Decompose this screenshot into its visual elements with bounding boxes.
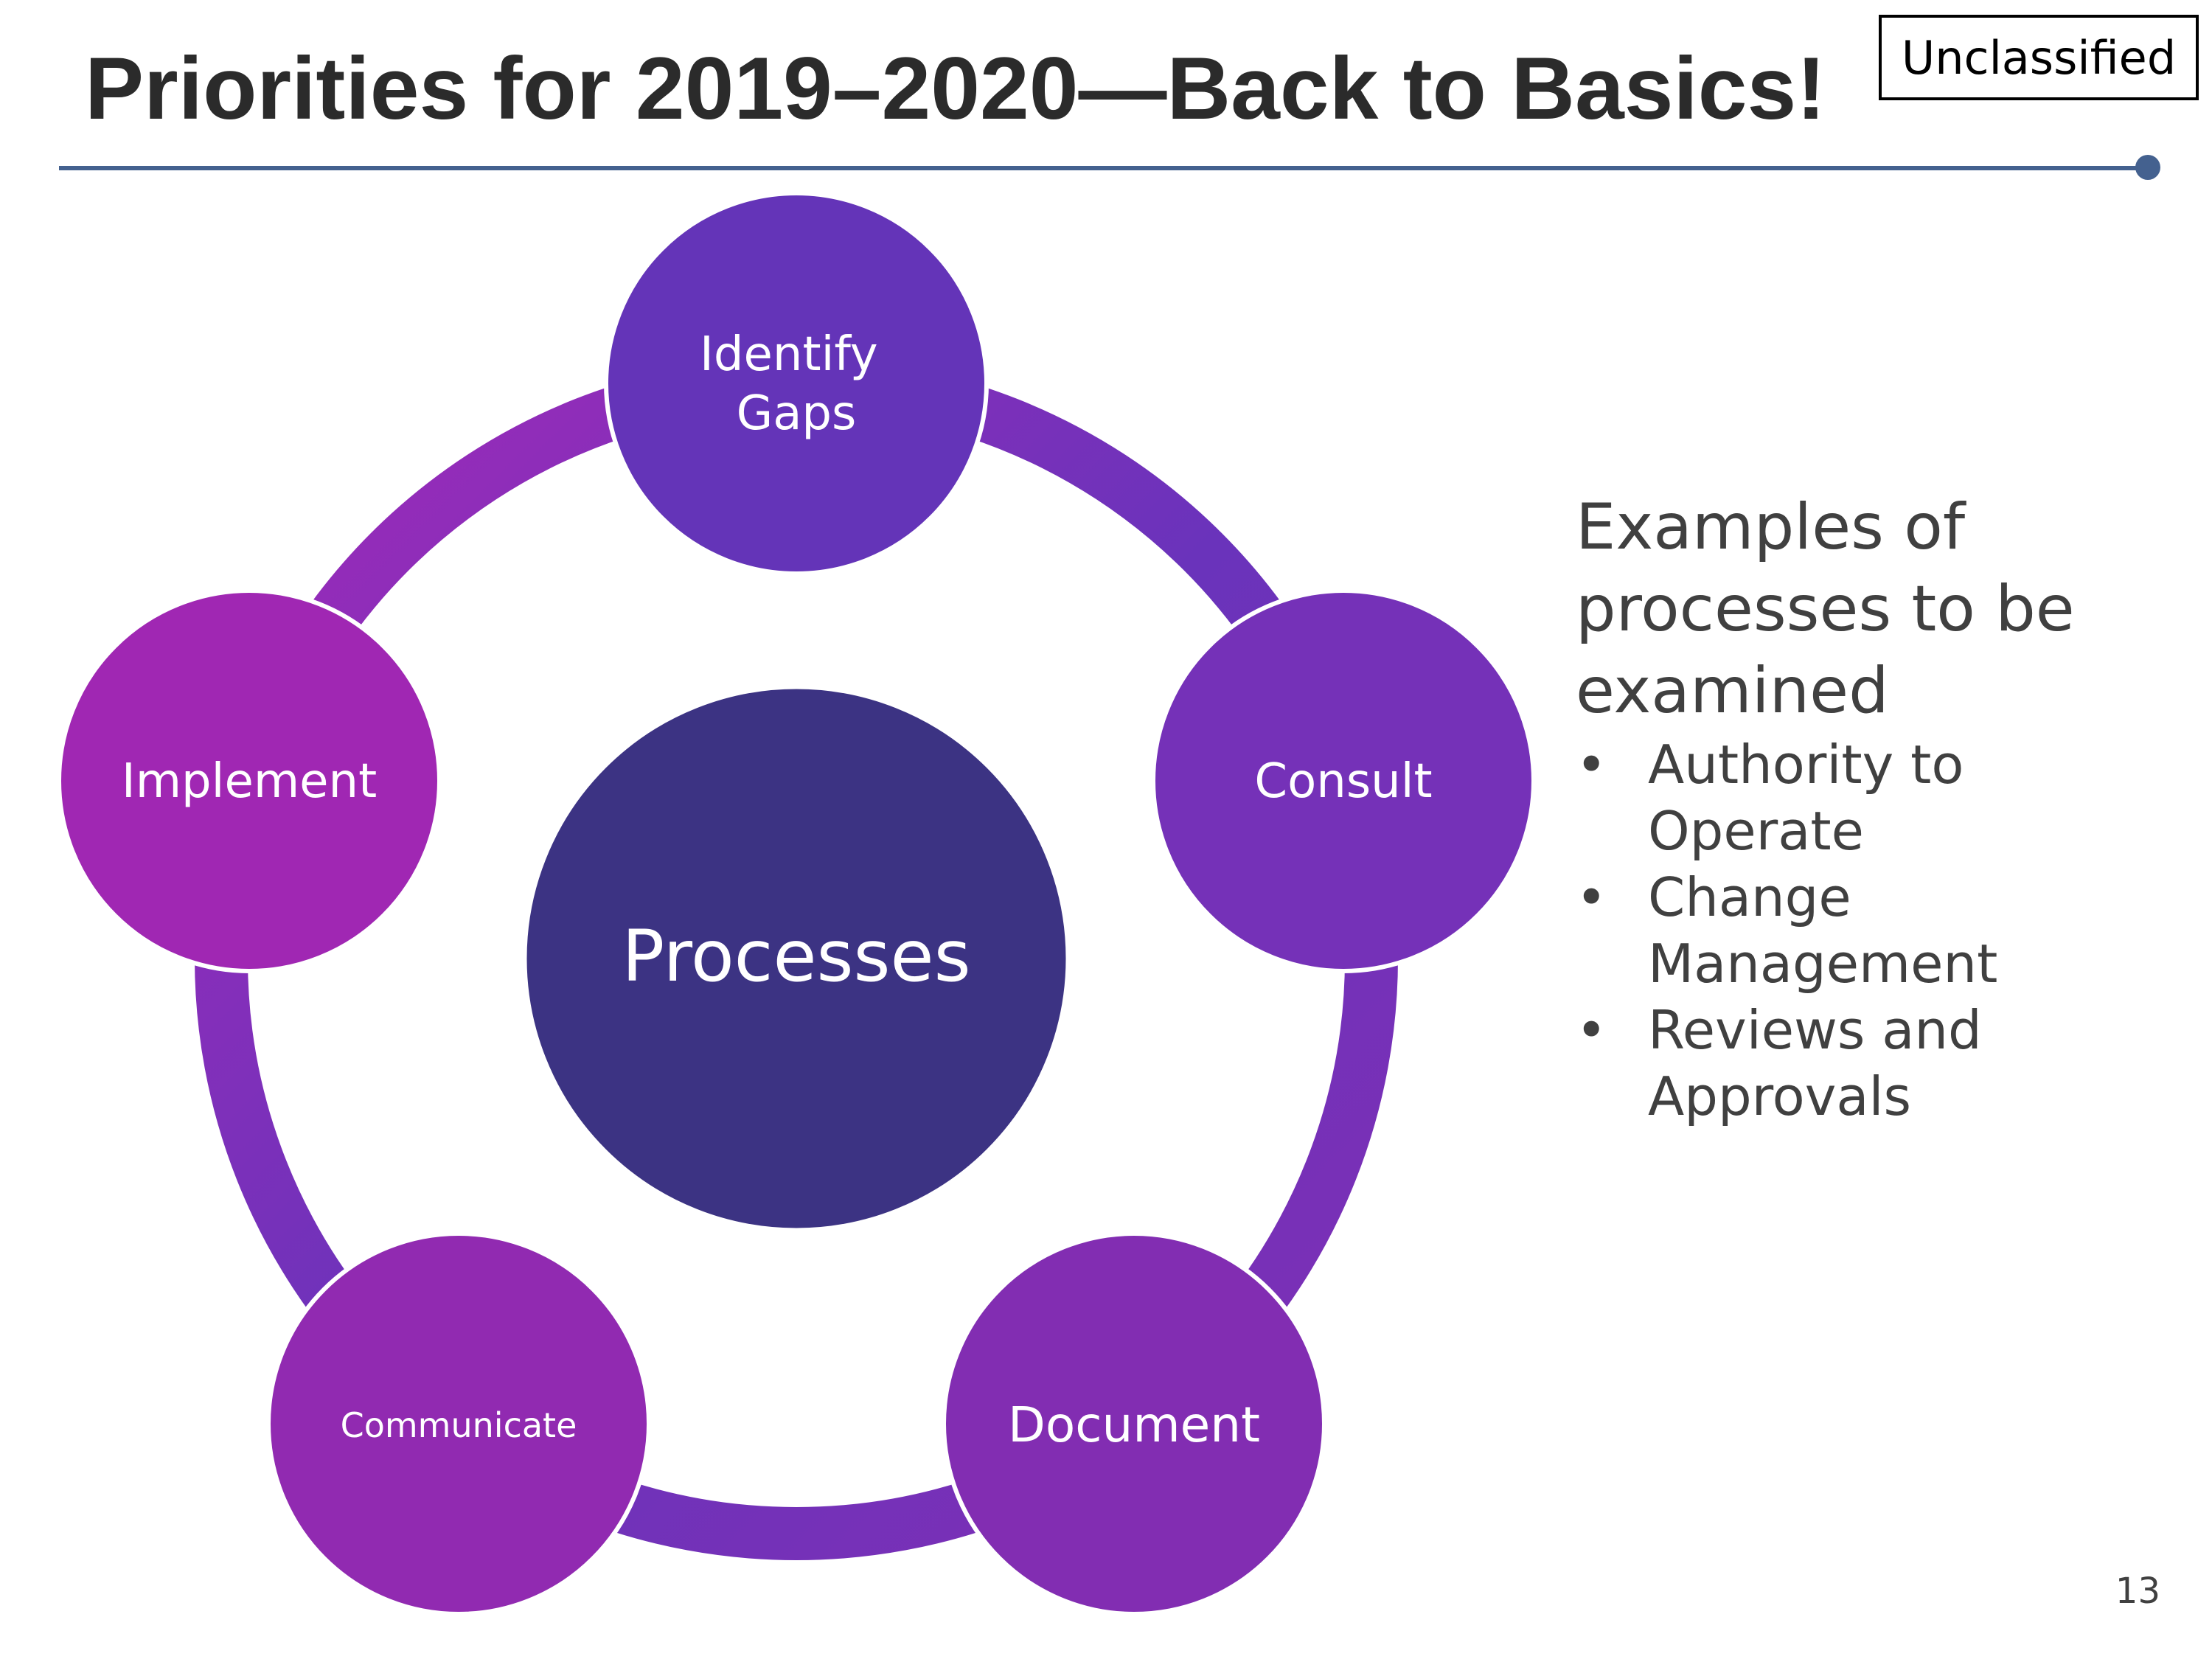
node-identify-gaps-circle	[604, 191, 989, 576]
node-consult-circle	[1151, 588, 1536, 973]
divider-end-dot	[2135, 155, 2160, 180]
list-item: • Authority to Operate	[1576, 731, 2180, 864]
center-label: Processes	[622, 915, 970, 998]
node-identify-gaps-label-line1: Identify	[700, 327, 878, 382]
list-item-line: Approvals	[1648, 1065, 1911, 1127]
node-identify-gaps: Identify Gaps	[604, 191, 989, 576]
list-item: • Reviews and Approvals	[1576, 997, 2180, 1130]
page-number: 13	[2115, 1571, 2160, 1612]
node-implement: Implement	[57, 588, 442, 973]
center-circle	[523, 685, 1070, 1232]
bullet-dot-icon: •	[1576, 734, 1607, 796]
list-item: • Change Management	[1576, 864, 2180, 997]
node-identify-gaps-label-line2: Gaps	[737, 386, 857, 441]
classification-badge: Unclassified	[1879, 15, 2199, 100]
examples-heading-line: processes to be	[1576, 572, 2075, 646]
node-consult-label: Consult	[1254, 754, 1432, 809]
examples-list: • Authority to Operate • Change Manageme…	[1576, 731, 2180, 1130]
examples-heading-line: examined	[1576, 654, 1889, 728]
list-item-line: Authority to	[1648, 734, 1964, 796]
list-item-line: Management	[1648, 933, 1998, 995]
examples-heading-line: Examples of	[1576, 490, 1966, 564]
node-consult: Consult	[1151, 588, 1536, 973]
list-item-line: Change	[1648, 866, 1851, 928]
node-communicate-label: Communicate	[341, 1405, 577, 1445]
node-communicate-circle	[266, 1231, 651, 1616]
node-communicate: Communicate	[266, 1231, 651, 1616]
svg-text:Identify Gaps: Identify Gaps	[700, 327, 893, 441]
bullet-dot-icon: •	[1576, 866, 1607, 928]
node-implement-label: Implement	[122, 754, 377, 809]
node-document-label: Document	[1008, 1397, 1260, 1453]
bullet-dot-icon: •	[1576, 999, 1607, 1061]
node-document: Document	[942, 1231, 1326, 1616]
node-implement-circle	[57, 588, 442, 973]
slide-title: Priorities for 2019–2020—Back to Basics!	[85, 39, 1826, 138]
list-item-line: Reviews and	[1648, 999, 1982, 1061]
title-divider	[59, 166, 2153, 170]
node-document-circle	[942, 1231, 1326, 1616]
list-item-line: Operate	[1648, 800, 1864, 862]
examples-heading: Examples of processes to be examined	[1576, 487, 2166, 732]
